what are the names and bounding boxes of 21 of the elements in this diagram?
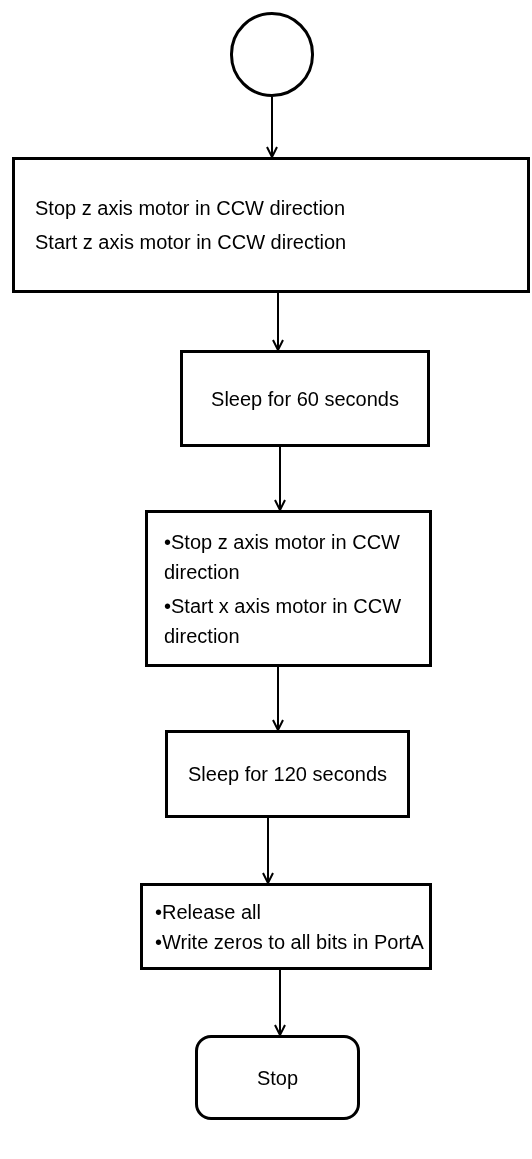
node-text: Stop z axis motor in CCW direction (35, 196, 347, 221)
node-text: Stop (256, 1065, 299, 1091)
node-text: Start z axis motor in CCW direction (35, 230, 348, 255)
arrow (274, 969, 286, 1036)
node-text: •Start x axis motor in CCW direction (164, 593, 403, 649)
node-text: •Write zeros to all bits in PortA (155, 929, 425, 955)
node-text: Sleep for 60 seconds (211, 386, 399, 412)
process-box (140, 883, 432, 970)
process-box (145, 510, 432, 667)
arrow (274, 446, 286, 511)
process-box (165, 730, 410, 818)
arrow (262, 817, 274, 884)
node-text: •Stop z axis motor in CCW direction (164, 529, 401, 585)
arrow (272, 292, 284, 351)
arrow (266, 96, 278, 158)
arrow (272, 666, 284, 731)
process-box (180, 350, 430, 447)
node-text: Sleep for 120 seconds (188, 762, 387, 787)
process-box (12, 157, 530, 293)
process-box (195, 1035, 360, 1120)
node-text: •Release all (155, 899, 262, 925)
